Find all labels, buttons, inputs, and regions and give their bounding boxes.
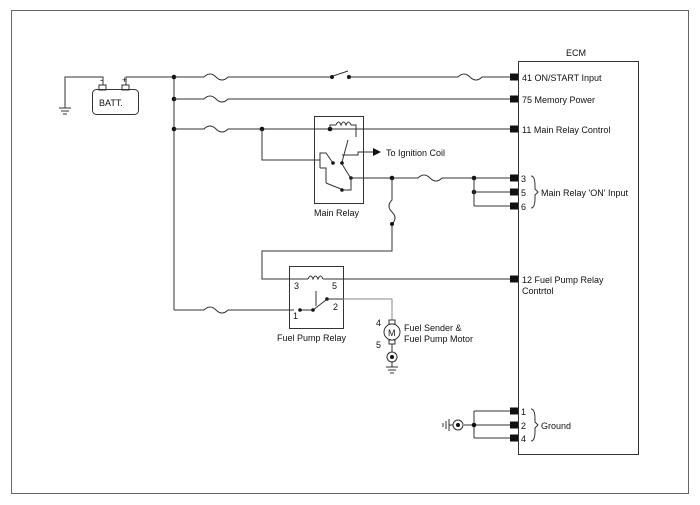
ecm-pin-3: 3 <box>521 174 526 184</box>
ecm-pin-75-label: 75 Memory Power <box>522 95 595 105</box>
ecm-ground-pin-2: 2 <box>521 421 526 431</box>
ecm-pin-41-label: 41 ON/START Input <box>522 73 602 83</box>
battery-plus-label: + <box>122 75 127 85</box>
ignition-switch <box>332 70 349 77</box>
fuel-pump-relay-label: Fuel Pump Relay <box>277 333 347 343</box>
fp-relay-pin-3: 3 <box>294 281 299 291</box>
ecm-pin-12-label-cont: Contrtol <box>522 286 554 296</box>
main-relay <box>314 116 364 204</box>
fp-relay-coil <box>307 275 324 281</box>
motor-symbol: M <box>388 328 396 338</box>
fp-relay-pin-2: 2 <box>333 302 338 312</box>
ecm-pin-11-label: 11 Main Relay Control <box>522 125 610 135</box>
main-relay-coil <box>335 121 352 127</box>
motor-label-line1: Fuel Sender & <box>404 323 462 333</box>
fp-relay-pin-1: 1 <box>293 311 298 321</box>
motor-pin-5: 5 <box>376 340 381 350</box>
ecm-ground-label: Ground <box>541 421 571 431</box>
ecm-box <box>518 61 639 455</box>
ecm-pin-5: 5 <box>521 188 526 198</box>
ecm-pin-6: 6 <box>521 202 526 212</box>
diagram-frame <box>11 10 689 494</box>
fp-relay-pin-5: 5 <box>332 281 337 291</box>
fuel-pump-motor: M 4 5 Fuel Sender & Fuel Pump Motor <box>376 318 473 350</box>
main-relay-on-input-label: Main Relay 'ON' Input <box>541 188 628 198</box>
battery-minus-label: - <box>100 75 103 85</box>
ecm-ground-pin-4: 4 <box>521 434 526 444</box>
ecm-pin-12-label: 12 Fuel Pump Relay <box>522 275 604 285</box>
motor-pin-4: 4 <box>376 318 381 328</box>
main-relay-label: Main Relay <box>314 208 360 218</box>
ecm-title: ECM <box>566 48 586 58</box>
fuel-pump-relay: 3 5 1 2 <box>289 266 344 329</box>
battery: BATT. - + <box>92 75 139 115</box>
ecm-ground-icon <box>442 419 464 431</box>
battery-label: BATT. <box>99 98 123 108</box>
ignition-coil-label: To Ignition Coil <box>386 148 445 158</box>
motor-ground-icon <box>386 351 398 374</box>
motor-label-line2: Fuel Pump Motor <box>404 334 473 344</box>
battery-ground-symbol <box>59 107 71 115</box>
ecm-ground-pin-1: 1 <box>521 407 526 417</box>
ignition-arrow-icon <box>373 148 381 156</box>
